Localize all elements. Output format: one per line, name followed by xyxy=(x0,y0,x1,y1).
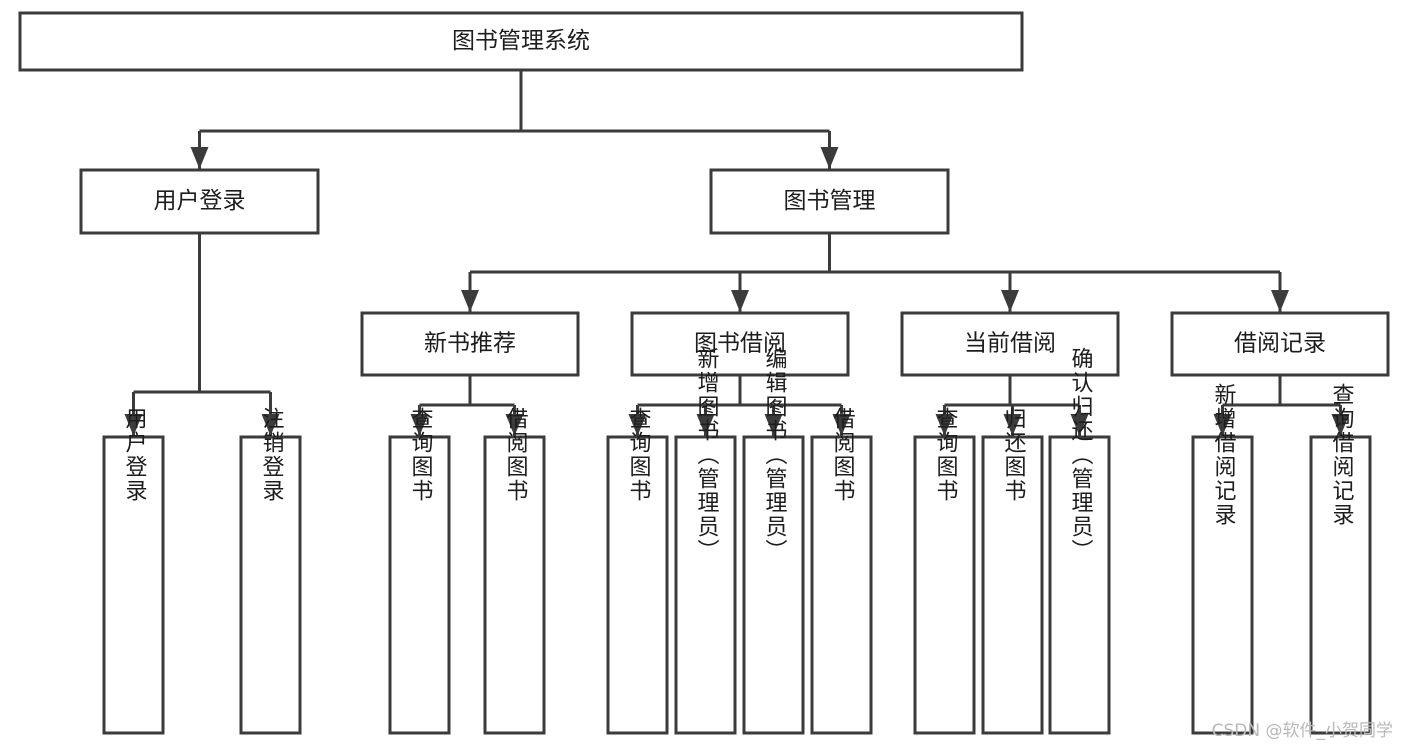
node-level2-0[interactable]: 用户登录 xyxy=(79,168,320,235)
node-box xyxy=(388,435,451,735)
node-root-0[interactable]: 图书管理系统 xyxy=(18,11,1024,72)
arrow-head-icon xyxy=(124,414,143,436)
connector-layer xyxy=(124,70,1350,436)
node-level3-0[interactable]: 新书推荐 xyxy=(360,311,580,377)
arrow-head-icon xyxy=(832,414,851,436)
node-label: 编辑图书（管理员） xyxy=(762,347,788,563)
node-leaf-3[interactable]: 借阅图书 xyxy=(483,407,546,735)
node-leaf-12[interactable]: 查询借阅记录 xyxy=(1309,383,1372,735)
node-box xyxy=(360,311,580,377)
node-leaf-8[interactable]: 查询图书 xyxy=(913,407,976,735)
node-level2-1[interactable]: 图书管理 xyxy=(709,168,950,235)
arrow-head-icon xyxy=(1001,290,1019,312)
node-box xyxy=(239,435,302,735)
arrow-head-icon xyxy=(1331,414,1350,436)
arrow-head-icon xyxy=(505,414,524,436)
arrow-head-icon xyxy=(935,414,954,436)
node-label: 确认归还（管理员） xyxy=(1068,347,1094,563)
node-leaf-7[interactable]: 借阅图书 xyxy=(810,407,873,735)
watermark-text: CSDN @软件_小贺同学 xyxy=(1211,721,1393,741)
node-box xyxy=(1191,435,1254,735)
node-level3-3[interactable]: 借阅记录 xyxy=(1170,311,1390,377)
node-label: 图书管理 xyxy=(784,188,876,214)
node-label: 新增图书（管理员） xyxy=(694,347,720,563)
node-box xyxy=(900,311,1120,377)
node-leaf-5[interactable]: 新增图书（管理员） xyxy=(674,347,737,735)
node-box xyxy=(483,435,546,735)
arrow-head-icon xyxy=(1213,414,1232,436)
node-level3-1[interactable]: 图书借阅 xyxy=(630,311,850,377)
node-box xyxy=(674,435,737,735)
node-leaf-0[interactable]: 用户登录 xyxy=(102,407,165,735)
arrow-head-icon xyxy=(820,147,839,169)
node-box xyxy=(742,435,805,735)
node-box xyxy=(810,435,873,735)
node-label: 注销登录 xyxy=(259,407,285,503)
arrow-head-icon xyxy=(190,147,209,169)
node-box xyxy=(1048,435,1111,735)
node-box xyxy=(1170,311,1390,377)
arrow-head-icon xyxy=(1003,414,1022,436)
node-level3-2[interactable]: 当前借阅 xyxy=(900,311,1120,377)
arrow-head-icon xyxy=(410,414,429,436)
node-box xyxy=(79,168,320,235)
node-label: 查询借阅记录 xyxy=(1329,383,1355,527)
node-leaf-11[interactable]: 新增借阅记录 xyxy=(1191,383,1254,735)
node-box xyxy=(630,311,850,377)
arrow-head-icon xyxy=(696,414,715,436)
node-box xyxy=(102,435,165,735)
arrow-head-icon xyxy=(261,414,280,436)
node-box xyxy=(18,11,1024,72)
node-label: 归还图书 xyxy=(1001,407,1027,503)
node-leaf-4[interactable]: 查询图书 xyxy=(606,407,669,735)
node-leaf-10[interactable]: 确认归还（管理员） xyxy=(1048,347,1111,735)
arrow-head-icon xyxy=(731,290,749,312)
node-label: 查询图书 xyxy=(408,407,434,503)
node-leaf-1[interactable]: 注销登录 xyxy=(239,407,302,735)
node-label: 图书管理系统 xyxy=(452,28,590,54)
node-box xyxy=(1309,435,1372,735)
node-box xyxy=(913,435,976,735)
node-label: 查询图书 xyxy=(933,407,959,503)
node-label: 借阅图书 xyxy=(830,407,856,503)
node-layer: 图书管理系统用户登录图书管理新书推荐图书借阅当前借阅借阅记录用户登录注销登录查询… xyxy=(18,11,1390,735)
node-label: 新增借阅记录 xyxy=(1211,383,1237,527)
arrow-head-icon xyxy=(764,414,783,436)
node-label: 借阅图书 xyxy=(503,407,529,503)
arrow-head-icon xyxy=(1271,290,1289,312)
node-box xyxy=(981,435,1044,735)
node-leaf-9[interactable]: 归还图书 xyxy=(981,407,1044,735)
node-label: 查询图书 xyxy=(626,407,652,503)
node-label: 用户登录 xyxy=(154,188,246,214)
node-label: 借阅记录 xyxy=(1234,331,1326,357)
node-label: 当前借阅 xyxy=(964,331,1056,357)
arrow-head-icon xyxy=(461,290,479,312)
node-label: 图书借阅 xyxy=(694,331,786,357)
node-box xyxy=(606,435,669,735)
arrow-head-icon xyxy=(1070,414,1089,436)
node-leaf-6[interactable]: 编辑图书（管理员） xyxy=(742,347,805,735)
node-label: 用户登录 xyxy=(122,407,148,503)
node-box xyxy=(709,168,950,235)
arrow-head-icon xyxy=(628,414,647,436)
node-label: 新书推荐 xyxy=(424,331,516,357)
node-leaf-2[interactable]: 查询图书 xyxy=(388,407,451,735)
